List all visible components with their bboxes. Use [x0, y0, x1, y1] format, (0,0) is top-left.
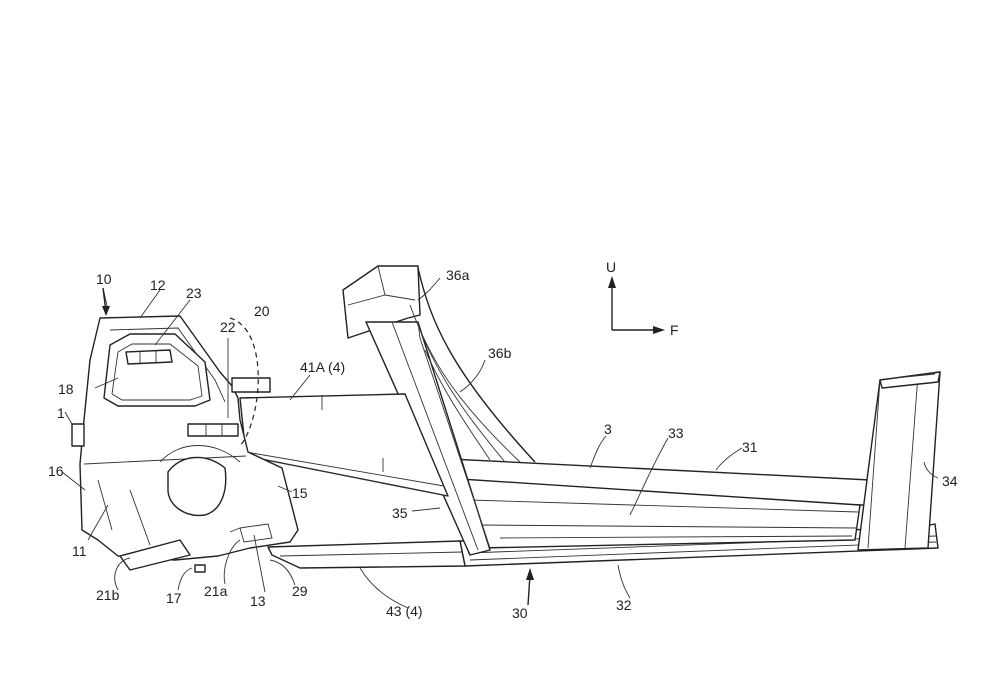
leader-lines — [61, 277, 939, 609]
label-22: 22 — [220, 319, 236, 335]
label-35: 35 — [392, 505, 408, 521]
label-18: 18 — [58, 381, 74, 397]
bracket-22 — [187, 317, 259, 447]
label-15: 15 — [292, 485, 308, 501]
label-1: 1 — [57, 405, 65, 421]
label-11: 11 — [72, 543, 87, 559]
front-axis-label: F — [670, 322, 679, 338]
label-36a: 36a — [446, 267, 470, 283]
label-16: 16 — [48, 463, 64, 479]
reference-labels: 10 12 23 22 20 18 1 16 11 21b 17 21a 13 … — [48, 267, 958, 621]
label-21a: 21a — [204, 583, 228, 599]
label-43: 43 (4) — [386, 603, 423, 619]
rear-member-43 — [267, 540, 466, 569]
label-10: 10 — [96, 271, 112, 287]
label-arrows — [102, 287, 534, 606]
up-axis-label: U — [606, 259, 616, 275]
label-32: 32 — [616, 597, 632, 613]
label-12: 12 — [150, 277, 166, 293]
center-pillar-35 — [342, 265, 536, 556]
label-33: 33 — [668, 425, 684, 441]
label-13: 13 — [250, 593, 266, 609]
label-23: 23 — [186, 285, 202, 301]
label-17: 17 — [166, 590, 182, 606]
up-arrow-icon — [608, 276, 616, 288]
label-29: 29 — [292, 583, 308, 599]
label-31: 31 — [742, 439, 758, 455]
label-21b: 21b — [96, 587, 120, 603]
label-30: 30 — [512, 605, 528, 621]
front-pillar-34 — [857, 371, 941, 551]
label-34: 34 — [942, 473, 958, 489]
floor-frame-3 — [429, 457, 913, 549]
rear-window-18 — [103, 333, 211, 407]
label-3: 3 — [604, 421, 612, 437]
orientation-indicator: U F — [606, 259, 679, 338]
front-arrow-icon — [653, 326, 665, 334]
label-20: 20 — [254, 303, 270, 319]
label-41A: 41A (4) — [300, 359, 345, 375]
label-36b: 36b — [488, 345, 512, 361]
